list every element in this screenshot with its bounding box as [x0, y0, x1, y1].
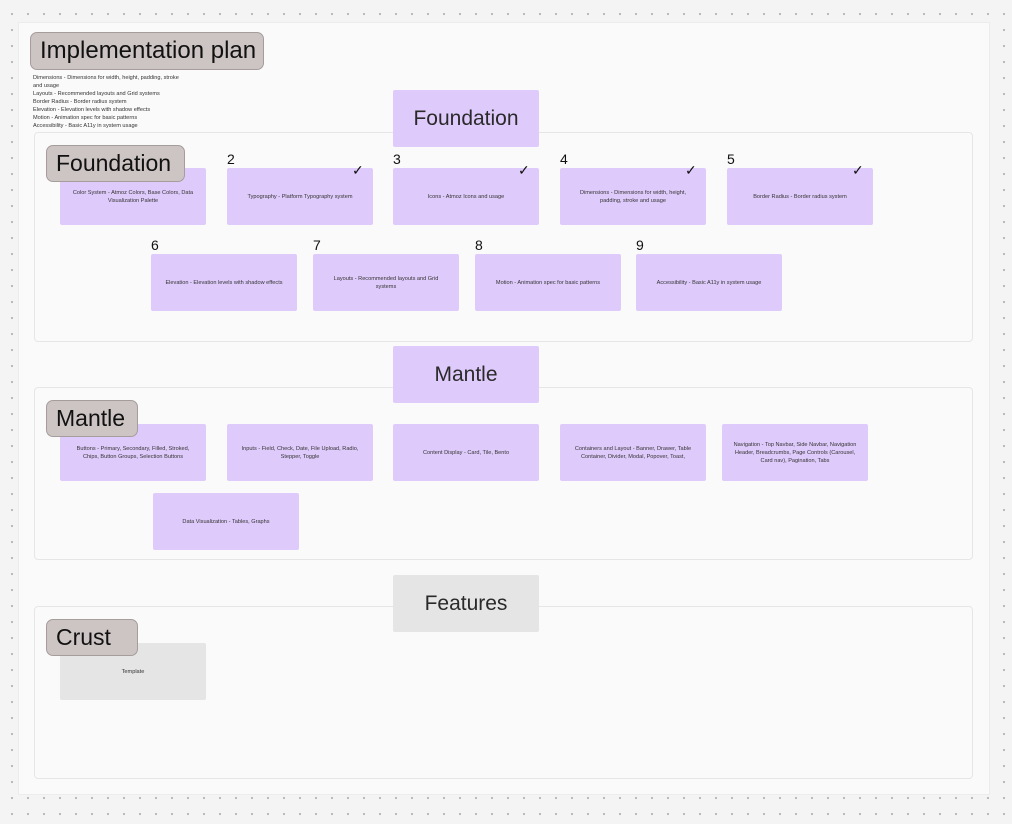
step-number: 5 — [727, 151, 735, 167]
step-number: 9 — [636, 237, 644, 253]
note: Dimensions - Dimensions for width, heigh… — [33, 75, 179, 89]
checkmark-icon: ✓ — [852, 162, 864, 178]
crust-tag[interactable]: Crust — [46, 619, 138, 656]
step-number: 4 — [560, 151, 568, 167]
mantle-card[interactable]: Data Visualization - Tables, Graphs — [153, 493, 299, 550]
foundation-card[interactable]: Dimensions - Dimensions for width, heigh… — [560, 168, 706, 225]
step-number: 6 — [151, 237, 159, 253]
mantle-card[interactable]: Inputs - Field, Check, Date, File Upload… — [227, 424, 373, 481]
foundation-card[interactable]: Typography - Platform Typography system — [227, 168, 373, 225]
note: Elevation - Elevation levels with shadow… — [33, 107, 151, 113]
checkmark-icon: ✓ — [352, 162, 364, 178]
foundation-card[interactable]: Accessibility - Basic A11y in system usa… — [636, 254, 782, 311]
checkmark-icon: ✓ — [518, 162, 530, 178]
step-number: 8 — [475, 237, 483, 253]
note: Motion - Animation spec for basic patter… — [33, 115, 138, 121]
features-header[interactable]: Features — [393, 575, 539, 632]
note: Accessibility - Basic A11y in system usa… — [33, 123, 138, 129]
mantle-tag[interactable]: Mantle — [46, 400, 138, 437]
foundation-header[interactable]: Foundation — [393, 90, 539, 147]
mantle-card[interactable]: Navigation - Top Navbar, Side Navbar, Na… — [722, 424, 868, 481]
step-number: 2 — [227, 151, 235, 167]
mantle-card[interactable]: Content Display - Card, Tile, Bento — [393, 424, 539, 481]
foundation-card[interactable]: Border Radius - Border radius system — [727, 168, 873, 225]
foundation-card[interactable]: Motion - Animation spec for basic patter… — [475, 254, 621, 311]
checkmark-icon: ✓ — [685, 162, 697, 178]
step-number: 7 — [313, 237, 321, 253]
page-title[interactable]: Implementation plan — [30, 32, 264, 70]
mantle-header[interactable]: Mantle — [393, 346, 539, 403]
note: Layouts - Recommended layouts and Grid s… — [33, 91, 160, 97]
foundation-card[interactable]: Layouts - Recommended layouts and Grid s… — [313, 254, 459, 311]
step-number: 3 — [393, 151, 401, 167]
note: Border Radius - Border radius system — [33, 99, 127, 105]
mantle-card[interactable]: Containers and Layout - Banner, Drawer, … — [560, 424, 706, 481]
foundation-card[interactable]: Elevation - Elevation levels with shadow… — [151, 254, 297, 311]
foundation-card[interactable]: Icons - Atmoz Icons and usage — [393, 168, 539, 225]
foundation-tag[interactable]: Foundation — [46, 145, 185, 182]
notes-list: Dimensions - Dimensions for width, heigh… — [33, 74, 183, 130]
